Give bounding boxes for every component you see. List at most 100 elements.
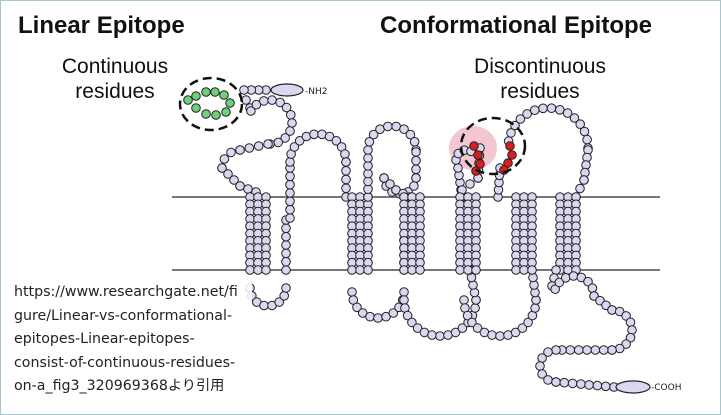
residue xyxy=(576,272,587,283)
residue xyxy=(341,157,351,167)
residue xyxy=(511,265,521,275)
residue xyxy=(388,308,399,318)
residue xyxy=(587,283,598,294)
residue xyxy=(285,179,295,190)
conformational-epitope-residue xyxy=(505,141,515,151)
residue xyxy=(487,330,497,340)
residue xyxy=(621,311,631,321)
residue xyxy=(579,126,590,137)
residue xyxy=(341,166,351,176)
source-line: https://www.researchgate.net/fi xyxy=(14,284,238,300)
n-terminus-cap xyxy=(270,83,304,97)
residue xyxy=(546,103,557,113)
residue xyxy=(285,188,295,198)
linear-epitope-residue xyxy=(210,87,220,97)
linear-epitope-residue xyxy=(191,91,201,101)
residue xyxy=(455,265,465,275)
linear-epitope-residue xyxy=(219,90,229,100)
residue xyxy=(243,184,253,194)
residue xyxy=(352,302,362,313)
linear-epitope-residue xyxy=(225,98,235,108)
residue xyxy=(584,380,594,390)
residue xyxy=(365,311,375,322)
residue xyxy=(285,196,295,207)
residue xyxy=(341,183,351,194)
residue xyxy=(347,287,357,297)
residue xyxy=(592,380,603,391)
residue xyxy=(244,143,255,153)
residue xyxy=(450,327,461,338)
residue xyxy=(273,137,284,148)
residue xyxy=(463,265,473,275)
residue xyxy=(562,108,573,118)
residue xyxy=(239,85,249,95)
c-terminus-cap xyxy=(615,380,651,394)
linear-epitope-title: Linear Epitope xyxy=(18,12,185,39)
linear-epitope-subtitle: Continuous residues xyxy=(40,54,190,104)
linear-epitope-residue xyxy=(201,109,211,119)
residue xyxy=(583,276,593,287)
residue xyxy=(465,179,475,189)
residue xyxy=(399,124,409,134)
linear-epitope-residue xyxy=(183,95,193,105)
residue xyxy=(579,175,589,185)
conformational-epitope-title: Conformational Epitope xyxy=(380,12,652,39)
residue xyxy=(289,142,300,152)
residue xyxy=(363,145,373,155)
residue xyxy=(281,265,291,275)
residue xyxy=(399,265,409,275)
c-terminus-label: -COOH xyxy=(651,383,681,393)
residue xyxy=(281,256,291,267)
residue xyxy=(281,102,292,113)
linear-subtitle-line1: Continuous xyxy=(61,55,169,78)
residue xyxy=(285,157,295,167)
conformational-epitope-dashed-circle xyxy=(459,116,527,176)
source-line: gure/Linear-vs-conformational- xyxy=(14,307,233,324)
conformational-epitope-residue xyxy=(475,159,485,169)
residue xyxy=(590,345,601,355)
residue xyxy=(535,361,545,371)
residue xyxy=(251,99,262,110)
residue xyxy=(561,273,571,283)
residue xyxy=(285,126,295,136)
residue xyxy=(522,109,532,119)
linear-epitope-residue xyxy=(211,110,221,120)
residue xyxy=(324,131,335,142)
residue xyxy=(427,330,437,340)
residue xyxy=(253,141,264,151)
residue xyxy=(538,103,548,114)
residue xyxy=(280,133,291,143)
n-terminus-label: -NH2 xyxy=(305,87,327,97)
residue xyxy=(246,106,256,116)
residue xyxy=(576,379,586,389)
residue xyxy=(550,284,561,295)
residue xyxy=(286,110,296,120)
residue xyxy=(281,223,291,234)
residue xyxy=(281,231,291,242)
residue xyxy=(565,345,576,355)
residue xyxy=(331,136,342,146)
residue xyxy=(459,295,469,305)
residue xyxy=(219,154,230,164)
residue xyxy=(607,345,617,355)
residue xyxy=(355,265,365,275)
residue xyxy=(259,96,269,106)
residue xyxy=(285,204,295,215)
epitope-markers xyxy=(178,76,527,176)
residue xyxy=(517,323,528,333)
residue xyxy=(409,181,419,191)
conformational-epitope-residue xyxy=(503,158,513,168)
residue xyxy=(467,317,477,328)
residue xyxy=(411,173,421,183)
residue xyxy=(515,114,526,124)
residue xyxy=(363,265,373,275)
residue xyxy=(385,179,395,189)
residue xyxy=(567,378,578,389)
residue xyxy=(519,265,529,275)
residue xyxy=(235,145,245,155)
residue xyxy=(285,213,295,223)
residue xyxy=(573,345,584,355)
source-line: epitopes-Linear-epitopes- xyxy=(14,331,195,347)
residue xyxy=(627,325,637,335)
